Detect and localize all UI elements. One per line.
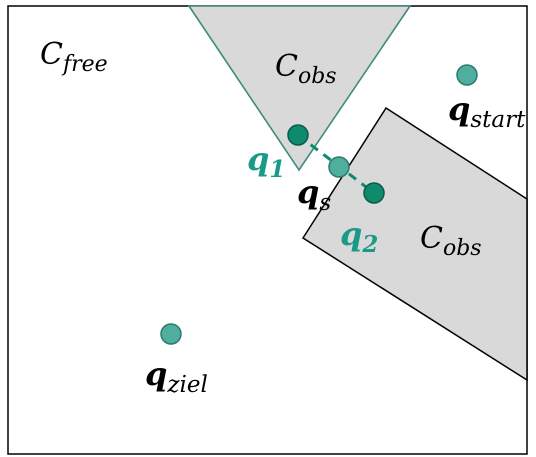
label-q-2-main: q <box>340 215 362 253</box>
label-q-start-main: q <box>448 90 470 128</box>
label-q-2: q2 <box>340 215 378 258</box>
point-q-ziel <box>160 323 182 345</box>
label-q-s-main: q <box>297 173 319 211</box>
label-c-obs-rectangle-sub: obs <box>443 236 482 261</box>
label-c-free-main: C <box>40 37 63 72</box>
point-q-start <box>456 64 478 86</box>
point-q-s <box>328 156 350 178</box>
label-c-free: Cfree <box>40 37 108 77</box>
label-c-obs-rectangle: Cobs <box>420 221 482 261</box>
point-q-1 <box>287 124 309 146</box>
obstacle-triangle <box>187 5 412 172</box>
label-c-obs-triangle-sub: obs <box>298 64 337 89</box>
label-q-ziel: qziel <box>145 355 208 398</box>
label-q-s: qs <box>297 173 331 216</box>
label-q-1: q1 <box>247 140 285 183</box>
label-q-2-sub: 2 <box>361 231 378 258</box>
obstacle-rectangle <box>301 106 528 382</box>
label-q-ziel-main: q <box>145 355 167 393</box>
label-c-obs-triangle: Cobs <box>275 49 337 89</box>
label-q-ziel-sub: ziel <box>166 372 207 398</box>
label-c-obs-triangle-main: C <box>275 49 298 84</box>
label-q-s-sub: s <box>319 190 331 216</box>
label-q-1-main: q <box>247 140 269 178</box>
label-q-start-sub: start <box>470 107 526 133</box>
label-q-start: qstart <box>448 90 526 133</box>
label-c-free-sub: free <box>61 52 108 77</box>
label-q-1-sub: 1 <box>269 156 285 183</box>
point-q-2 <box>363 182 385 204</box>
label-c-obs-rectangle-main: C <box>420 221 443 256</box>
